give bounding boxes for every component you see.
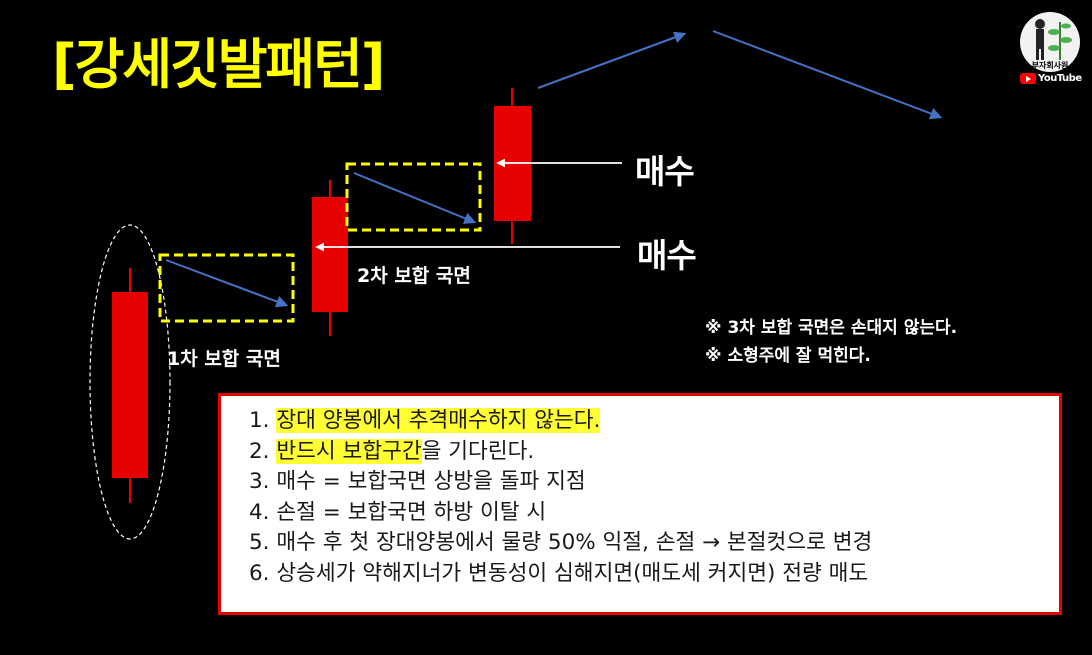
rule-number: 1. <box>249 408 270 433</box>
consolidation-box-2 <box>345 162 482 232</box>
consolidation-box-1 <box>158 253 295 323</box>
rule-highlight: 반드시 보합구간 <box>276 438 422 464</box>
downtrend-arrow <box>712 30 943 120</box>
page-title: [강세깃발패턴] <box>52 33 385 96</box>
rule-number: 5. <box>249 530 270 555</box>
rules-box: 1. 장대 양봉에서 추격매수하지 않는다. 2. 반드시 보합구간을 기다린다… <box>218 393 1062 615</box>
buy-label-upper: 매수 <box>635 152 695 191</box>
consolidation-arrow-1 <box>165 259 289 308</box>
rule-text: 매수 = 보합국면 상방을 돌파 지점 <box>276 469 586 494</box>
rule-highlight: 장대 양봉에서 추격매수하지 않는다. <box>276 408 601 433</box>
rule-item-6: 6. 상승세가 약해지너가 변동성이 심해지면(매도세 커지면) 전량 매도 <box>249 559 872 590</box>
youtube-play-icon <box>1020 73 1036 84</box>
rule-text: 을 기다린다. <box>421 438 535 464</box>
consolidation-arrow-2 <box>353 172 477 224</box>
first-candle-highlight-ellipse <box>89 224 171 540</box>
youtube-wordmark: YouTube <box>1038 73 1082 84</box>
candle-2 <box>312 197 348 312</box>
youtube-badge: YouTube <box>1020 72 1082 85</box>
rule-item-4: 4. 손절 = 보합국면 하방 이탈 시 <box>249 498 872 529</box>
rule-text: 매수 후 첫 장대양봉에서 물량 50% 익절, 손절 → 본절컷으로 변경 <box>276 530 873 555</box>
logo-avatar <box>1020 12 1080 72</box>
rule-number: 4. <box>249 499 270 525</box>
uptrend-arrow <box>537 31 687 89</box>
buy-label-lower: 매수 <box>637 236 697 275</box>
rules-list: 1. 장대 양봉에서 추격매수하지 않는다. 2. 반드시 보합구간을 기다린다… <box>249 406 872 589</box>
rule-number: 3. <box>249 469 270 494</box>
channel-logo[interactable]: 부자회사원 YouTube <box>1018 12 1082 84</box>
rule-item-5: 5. 매수 후 첫 장대양봉에서 물량 50% 익절, 손절 → 본절컷으로 변… <box>249 528 872 559</box>
note-1: ※ 3차 보합 국면은 손대지 않는다. <box>705 318 958 338</box>
rule-number: 2. <box>249 438 270 464</box>
note-2: ※ 소형주에 잘 먹힌다. <box>705 346 871 366</box>
logo-channel-name: 부자회사원 <box>1031 61 1069 70</box>
rule-text: 상승세가 약해지너가 변동성이 심해지면(매도세 커지면) 전량 매도 <box>276 560 869 586</box>
rule-item-2: 2. 반드시 보합구간을 기다린다. <box>249 437 872 468</box>
phase-label-first: 1차 보합 국면 <box>167 348 281 370</box>
rule-text: 손절 = 보합국면 하방 이탈 시 <box>276 499 547 525</box>
phase-label-second: 2차 보합 국면 <box>357 265 471 287</box>
rule-item-1: 1. 장대 양봉에서 추격매수하지 않는다. <box>249 406 872 437</box>
candle-1 <box>112 292 148 478</box>
person-plant-icon <box>1035 19 1072 60</box>
rule-number: 6. <box>249 560 270 586</box>
notes-block: ※ 3차 보합 국면은 손대지 않는다. ※ 소형주에 잘 먹힌다. <box>705 314 957 370</box>
rule-item-3: 3. 매수 = 보합국면 상방을 돌파 지점 <box>249 467 872 498</box>
